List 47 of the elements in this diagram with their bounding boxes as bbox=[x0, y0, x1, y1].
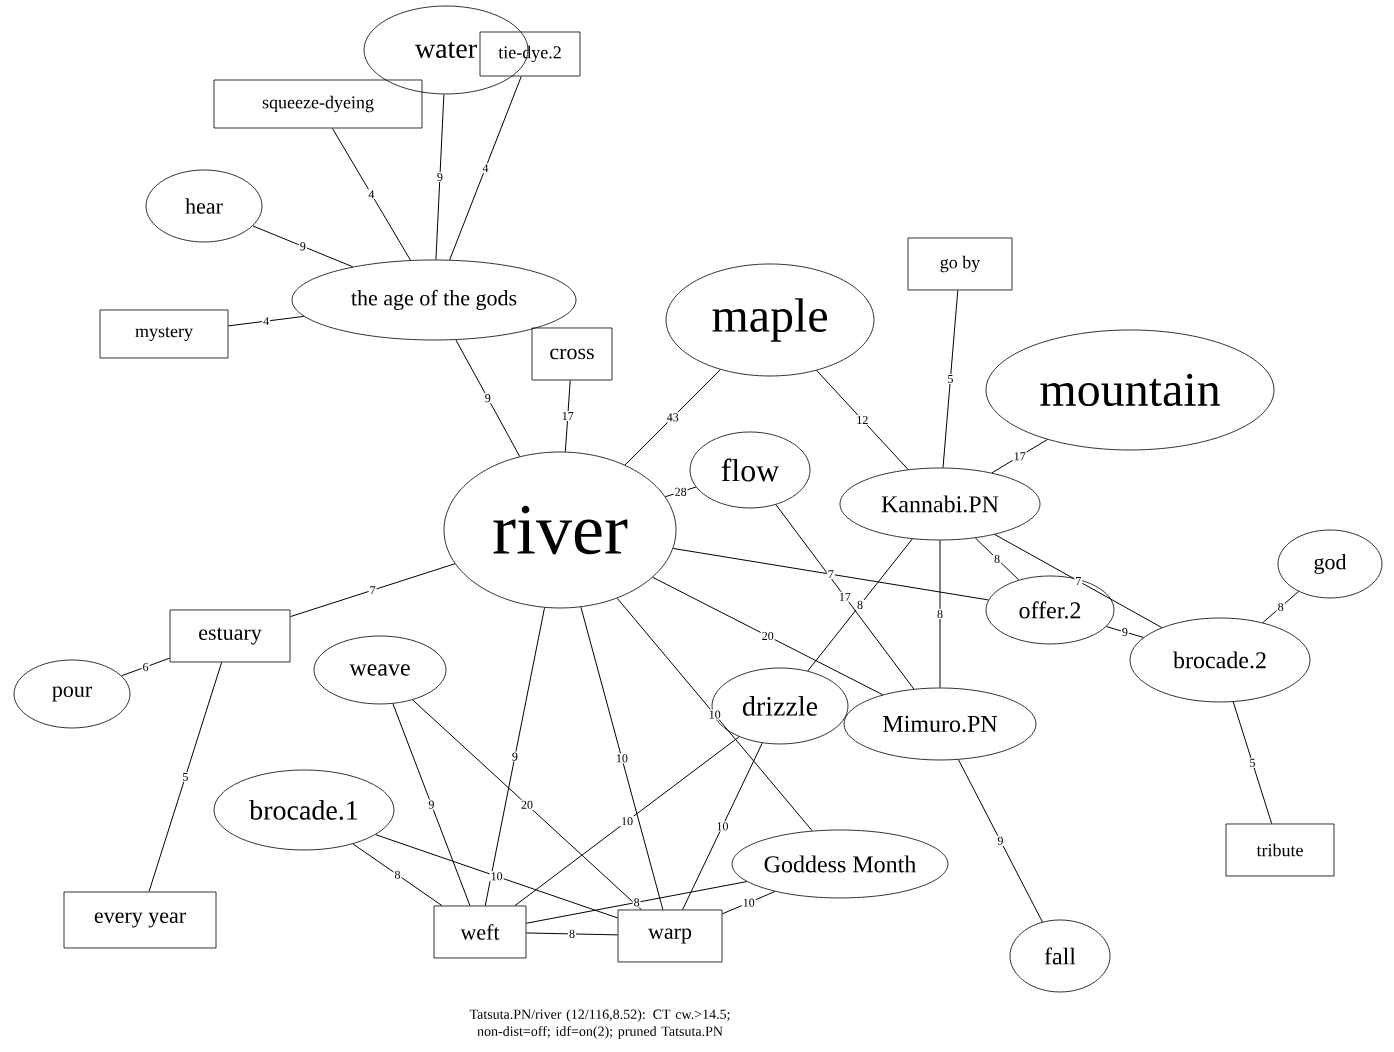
box: squeeze-dyeing bbox=[213, 79, 423, 129]
edge-line bbox=[331, 127, 411, 261]
edge-line bbox=[148, 661, 223, 893]
edge-line bbox=[289, 563, 456, 618]
box: cross bbox=[531, 327, 613, 381]
edge-line bbox=[514, 736, 740, 907]
edge-line bbox=[721, 891, 776, 915]
edge-line bbox=[227, 315, 305, 327]
edge-line bbox=[525, 932, 619, 936]
box: warp bbox=[617, 909, 723, 963]
edge-line bbox=[994, 534, 1163, 629]
edge-line bbox=[991, 439, 1048, 474]
edge-line bbox=[525, 881, 748, 924]
edge-line bbox=[942, 289, 959, 469]
edge-line bbox=[580, 606, 664, 911]
edge-line bbox=[455, 339, 521, 457]
edge-line bbox=[682, 742, 763, 911]
edge-line bbox=[375, 834, 619, 919]
edge-line bbox=[958, 759, 1043, 923]
edge-line bbox=[807, 538, 913, 672]
edge-line bbox=[939, 539, 941, 689]
box: mystery bbox=[99, 309, 229, 359]
box: weft bbox=[433, 905, 527, 959]
edge-line bbox=[412, 699, 642, 911]
edge-line bbox=[624, 369, 721, 466]
edge-line bbox=[664, 486, 697, 498]
edge-line bbox=[121, 657, 171, 677]
box: estuary bbox=[169, 609, 291, 663]
box: tie-dye.2 bbox=[479, 31, 581, 77]
box: tribute bbox=[1225, 823, 1335, 877]
edge-line bbox=[974, 537, 1020, 581]
edge-line bbox=[816, 369, 909, 470]
edge-line bbox=[775, 504, 915, 690]
edge-line bbox=[252, 225, 354, 268]
edge-line bbox=[616, 597, 813, 832]
edge-line bbox=[1232, 701, 1273, 825]
edge-line bbox=[1262, 591, 1299, 624]
edge-line bbox=[652, 576, 884, 696]
edge-line bbox=[435, 93, 445, 261]
edge-line bbox=[449, 75, 522, 261]
edge-line bbox=[484, 607, 546, 907]
edge-line bbox=[392, 703, 471, 907]
edge-line bbox=[672, 547, 989, 601]
box: go by bbox=[907, 237, 1013, 291]
edge-line bbox=[352, 843, 443, 907]
box: every year bbox=[63, 891, 217, 949]
edge-line bbox=[564, 379, 571, 453]
